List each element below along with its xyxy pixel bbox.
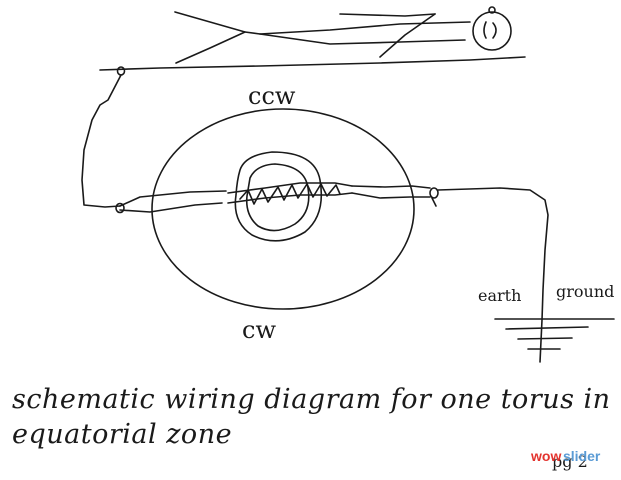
earth-label: earth (478, 286, 521, 305)
inner-core (234, 151, 323, 242)
coil-zigzag (239, 183, 341, 205)
bar-right (351, 185, 431, 189)
figure-eye (488, 6, 496, 14)
inner-core-outer-loop (234, 151, 323, 242)
bar-left-lower (119, 202, 223, 213)
figure-head (472, 11, 512, 51)
figure-leg-diagonal (379, 13, 436, 58)
right-terminal (429, 187, 439, 199)
left-down-wire (81, 74, 122, 208)
ground-wire (437, 187, 615, 363)
left-feed-wire (81, 66, 126, 208)
center-conductor (115, 182, 439, 214)
cw-label: cw (242, 316, 276, 344)
page-number: pg 2 (552, 452, 588, 471)
figure-arm (175, 31, 246, 64)
top-main-wire (99, 56, 526, 71)
right-terminal-tail (431, 197, 437, 207)
outer-torus (151, 108, 415, 310)
left-terminal (115, 202, 125, 214)
figure-face-mark (483, 21, 497, 39)
ground-label: ground (556, 282, 614, 301)
bar-left (119, 190, 227, 207)
watermark-sub: slider (563, 448, 601, 464)
ccw-label: ccw (248, 82, 296, 110)
inner-core-inner-loop (245, 163, 310, 232)
coil-top (227, 182, 353, 194)
top-junction (116, 66, 126, 76)
figure-body-upper (174, 11, 471, 35)
caption-line-1: schematic wiring diagram for one torus i… (12, 384, 611, 415)
caption-line-2: equatorial zone (12, 419, 232, 450)
ground-bar-2 (505, 326, 589, 330)
bar-right-lower (351, 192, 431, 199)
watermark-logo: wow slider (530, 448, 601, 464)
watermark-main: wow (530, 448, 561, 464)
ground-bar-3 (517, 337, 573, 340)
right-down-wire (437, 187, 549, 363)
figure-leg-line (339, 13, 436, 17)
figure-chest-line (259, 33, 466, 45)
top-figure (99, 6, 526, 71)
